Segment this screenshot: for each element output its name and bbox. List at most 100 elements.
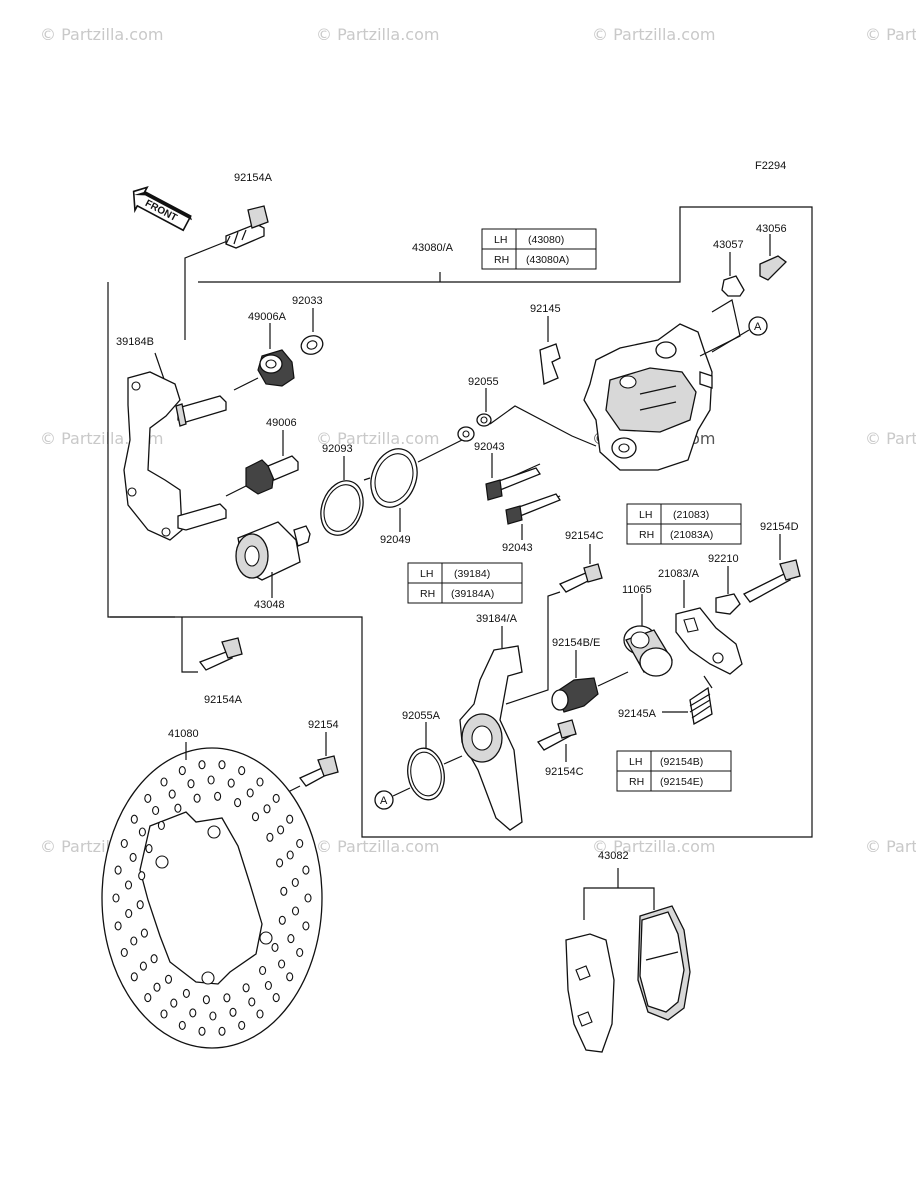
disc-hole (189, 1008, 197, 1018)
disc-hole (136, 900, 144, 910)
sleeve-43048 (235, 521, 311, 598)
clip-92145 (539, 316, 561, 385)
watermark: © Partzilla.com (592, 837, 715, 856)
disc-hole (129, 852, 137, 862)
disc-hole (138, 871, 146, 881)
disc-hole (286, 814, 294, 824)
boot-49006A (233, 323, 295, 391)
disc-hole (248, 997, 256, 1007)
label-43080: 43080/A (412, 242, 454, 254)
disc-hole (271, 942, 279, 952)
disc-hole (140, 928, 148, 938)
disc-hole (264, 980, 272, 991)
disc-hole (256, 1009, 264, 1019)
label-92055: 92055 (468, 376, 499, 388)
table-side: RH (639, 529, 654, 541)
disc-hole (198, 760, 206, 770)
caliper-holder-39184 (459, 626, 523, 831)
table-side: RH (420, 588, 435, 600)
disc-hole (164, 974, 173, 984)
disc-hole (153, 982, 161, 992)
table-part: (92154E) (660, 776, 703, 788)
disc-hole (272, 793, 280, 803)
disc-hole (152, 805, 160, 816)
boot-92154BE (551, 650, 629, 713)
disc-hole (218, 760, 226, 770)
disc-hole (130, 814, 138, 824)
brake-pads-43082 (565, 868, 691, 1053)
disc-hole (139, 961, 147, 971)
brake-disc-41080 (101, 742, 323, 1049)
disc-hole (187, 779, 195, 789)
callout-letter: A (754, 321, 762, 333)
disc-hole (120, 838, 128, 849)
callout-A-bottom: A (374, 787, 411, 810)
disc-hole (238, 766, 246, 776)
table-part: (92154B) (660, 756, 703, 768)
disc-vent-holes (112, 760, 312, 1036)
watermark: © Partzilla.com (316, 837, 439, 856)
disc-hole (272, 993, 280, 1003)
table-part: (21083) (673, 509, 709, 521)
disc-hole (178, 766, 186, 776)
disc-hole (304, 893, 312, 903)
watermark: © Partzilla.com (865, 429, 916, 448)
disc-hole (124, 880, 133, 890)
label-92033: 92033 (292, 295, 323, 307)
disc-hole (223, 993, 231, 1003)
label-92154D: 92154D (760, 521, 799, 533)
table-92154: LH (92154B) RH (92154E) (616, 750, 732, 792)
label-92154A-top: 92154A (234, 172, 273, 184)
table-side: LH (420, 568, 433, 580)
disc-hole (150, 954, 158, 964)
label-92049: 92049 (380, 534, 411, 546)
disc-hole (130, 972, 138, 982)
disc-hole (266, 832, 274, 842)
table-side: LH (494, 234, 507, 246)
disc-hole (130, 936, 138, 946)
disc-hole (214, 791, 222, 801)
label-92154C-top: 92154C (565, 530, 604, 542)
bushing-11065 (623, 594, 673, 677)
assembly-frame-lines (107, 206, 813, 838)
bolt-92154A-bottom (198, 637, 243, 671)
label-11065: 11065 (622, 584, 652, 596)
table-side: RH (629, 776, 644, 788)
label-92210: 92210 (708, 553, 739, 565)
table-side: LH (629, 756, 642, 768)
label-92093: 92093 (322, 443, 353, 455)
watermark: © Partzilla.com (865, 25, 916, 44)
boot-49006 (225, 430, 299, 497)
ring-92033 (300, 308, 324, 355)
figure-code: F2294 (755, 160, 786, 172)
table-43080: LH (43080) RH (43080A) (481, 228, 597, 270)
disc-hole (246, 788, 254, 798)
disc-hole (207, 775, 215, 785)
disc-hole (256, 777, 264, 787)
disc-hole (278, 915, 286, 925)
disc-hole (193, 793, 201, 803)
callout-A-top: A (711, 316, 768, 353)
part-labels: 92154A 43080/A 43056 43057 39184B 92033 … (116, 172, 799, 862)
label-43082: 43082 (598, 850, 629, 862)
oring-92055A (407, 722, 463, 801)
disc-hole (251, 812, 260, 822)
disc-hole (286, 972, 294, 982)
slide-pin-92043 (485, 453, 561, 540)
disc-hole (242, 983, 250, 993)
disc-hole (302, 921, 310, 931)
label-43056: 43056 (756, 223, 787, 235)
disc-hole (287, 934, 295, 944)
disc-hole (125, 908, 133, 919)
bolt-92154 (275, 732, 339, 799)
disc-hole (209, 1011, 217, 1021)
oring-92093 (320, 456, 364, 536)
seal-92049 (370, 448, 418, 532)
label-39184A: 39184/A (476, 613, 518, 625)
disc-hole (170, 998, 178, 1008)
label-92043-a: 92043 (474, 441, 505, 453)
bleeder-43057 (721, 252, 745, 297)
disc-hole (291, 906, 300, 916)
